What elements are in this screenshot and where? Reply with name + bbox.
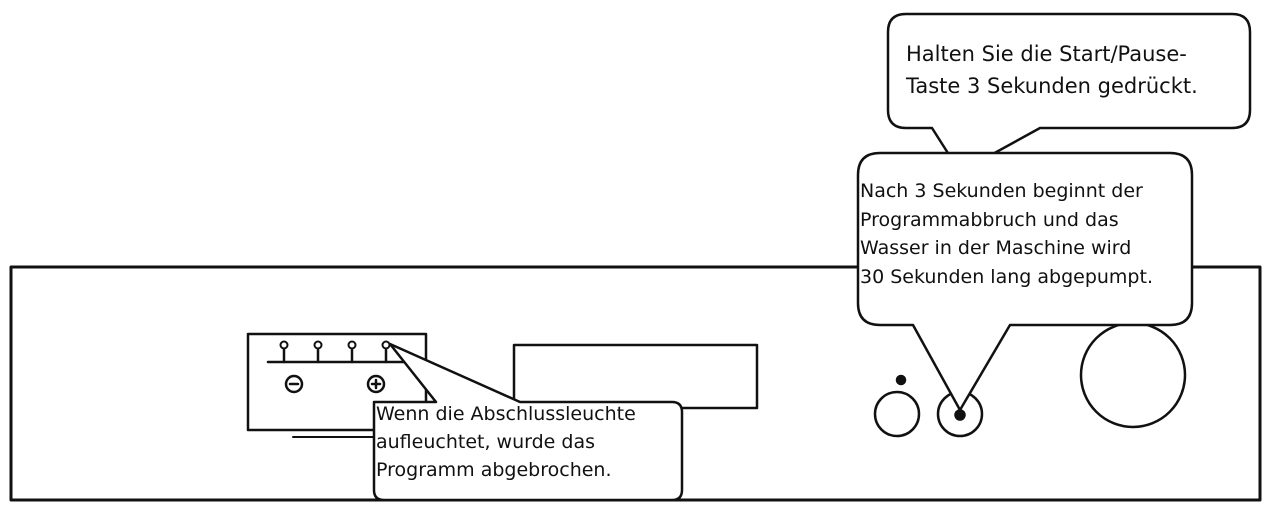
callout-line: Wenn die Abschlussleuchte [376,403,636,425]
indicator-light [313,340,323,350]
indicator-light [279,340,289,350]
callout-line: Nach 3 Sekunden beginnt der [860,180,1143,202]
callout-line: Programm abgebrochen. [376,459,612,481]
callout-line: 30 Sekunden lang abgepumpt. [860,265,1153,288]
speech-bubble-cancel-drain [856,151,1194,412]
power-indicator-dot [895,374,907,386]
minus-button [284,374,304,394]
callout-line: Halten Sie die Start/Pause- [906,42,1187,66]
callout-line: Programmabbruch und das [860,208,1119,231]
speech-bubble-hold-button [886,12,1252,174]
display-window [512,343,759,410]
callout-end-light-text: Wenn die Abschlussleuchte aufleuchtet, w… [376,400,636,484]
speech-bubble-end-light [372,342,684,502]
callout-line: aufleuchtet, wurde das [376,431,595,453]
indicator-light [347,340,357,350]
callout-cancel-drain-text: Nach 3 Sekunden beginnt der Programmabbr… [860,177,1153,291]
plus-button [366,374,386,394]
callout-line: Taste 3 Sekunden gedrückt. [906,74,1198,98]
start-pause-button-center [954,409,966,421]
power-button [873,390,921,438]
callout-hold-button-text: Halten Sie die Start/Pause- Taste 3 Seku… [906,38,1198,102]
callout-line: Wasser in der Maschine wird [860,237,1132,259]
